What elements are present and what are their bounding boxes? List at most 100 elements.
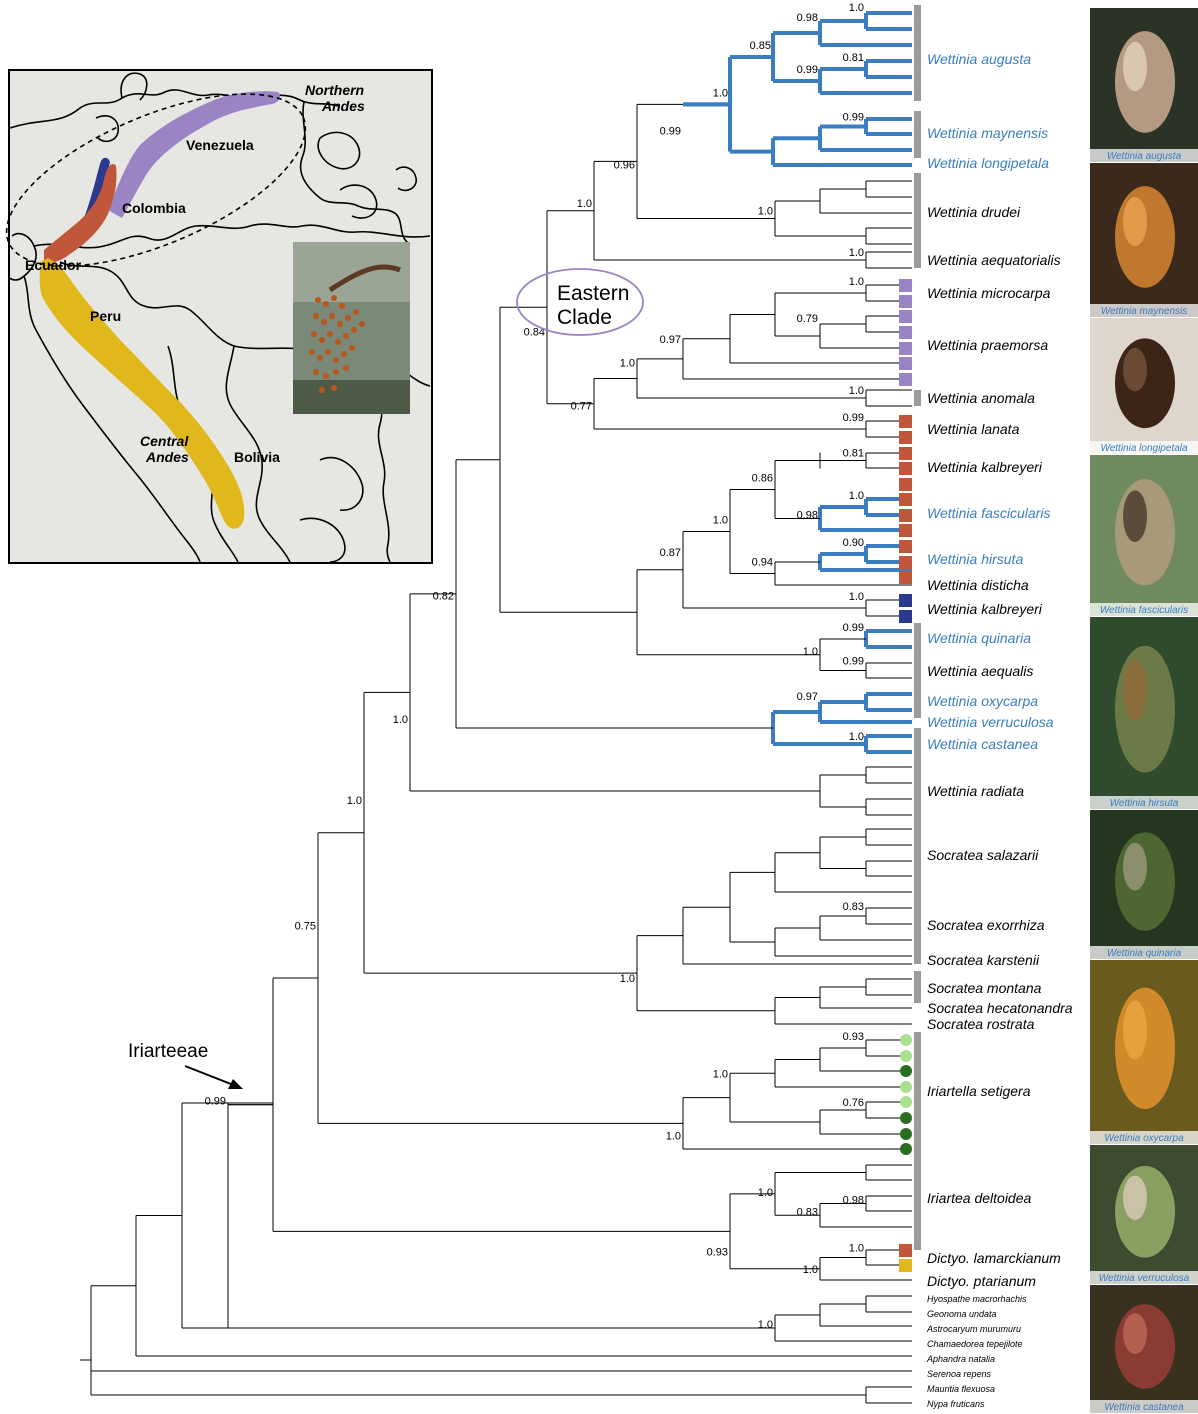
gray-bar: [914, 1172, 921, 1188]
tip-square: [899, 524, 912, 537]
photo-highlight: [1123, 1313, 1147, 1354]
support-value: 1.0: [713, 515, 728, 527]
eastern-clade-line2: Clade: [557, 306, 612, 329]
support-value: 0.93: [707, 1246, 728, 1258]
support-value: 0.98: [797, 510, 818, 522]
gray-bar: [914, 1157, 921, 1173]
gray-bar: [914, 948, 921, 964]
tip-square: [899, 295, 912, 308]
tip-square: [899, 462, 912, 475]
taxon-label: Iriartea deltoidea: [927, 1190, 1032, 1206]
tip-square: [899, 493, 912, 506]
support-value: 1.0: [849, 385, 864, 397]
photo-fruit: [1115, 646, 1175, 773]
support-value: 0.99: [843, 112, 864, 124]
taxon-label: Hyospathe macrorhachis: [927, 1294, 1027, 1304]
photo-caption: Wettinia longipetala: [1100, 443, 1188, 454]
taxon-label: Dictyo. ptarianum: [927, 1273, 1036, 1289]
support-value: 0.83: [843, 901, 864, 913]
taxon-label: Wettinia castanea: [927, 736, 1038, 752]
support-value: 0.82: [433, 590, 454, 602]
gray-bar: [914, 1079, 921, 1095]
tip-circle: [900, 1034, 912, 1046]
gray-bar: [914, 252, 921, 268]
iriarteeae-label: Iriarteeae: [128, 1041, 208, 1062]
tip-markers: [899, 5, 921, 1272]
taxon-label: Wettinia kalbreyeri: [927, 601, 1043, 617]
tip-square: [899, 431, 912, 444]
gray-bar: [914, 85, 921, 101]
taxon-label: Wettinia verruculosa: [927, 714, 1054, 730]
map-inset: Northern Andes Venezuela Colombia Ecuado…: [0, 59, 432, 563]
taxon-label: Socratea exorrhiza: [927, 917, 1045, 933]
support-value: 1.0: [758, 1319, 773, 1331]
support-value: 1.0: [758, 1187, 773, 1199]
gray-bar: [914, 1188, 921, 1204]
taxon-label: Iriartella setigera: [927, 1083, 1031, 1099]
photo-fruit: [1115, 1166, 1175, 1258]
support-value: 0.94: [752, 557, 773, 569]
support-value: 0.86: [752, 473, 773, 485]
taxon-label: Chamaedorea tepejilote: [927, 1339, 1023, 1349]
support-value: 0.99: [843, 622, 864, 634]
taxon-label: Wettinia hirsuta: [927, 551, 1023, 567]
support-value: 1.0: [803, 1264, 818, 1276]
photo-fruit: [1115, 832, 1175, 930]
photo-highlight: [1123, 490, 1147, 542]
tip-square: [899, 373, 912, 386]
tip-square: [899, 509, 912, 522]
support-value: 0.99: [843, 656, 864, 668]
tip-square: [899, 540, 912, 553]
photo-fruit: [1115, 31, 1175, 133]
support-value: 0.85: [750, 40, 771, 52]
map-label-northern: Northern: [305, 82, 364, 98]
gray-bar: [914, 126, 921, 142]
support-value: 1.0: [803, 646, 818, 658]
map-label-bolivia: Bolivia: [234, 449, 280, 465]
tip-square: [899, 326, 912, 339]
photo-caption: Wettinia oxycarpa: [1104, 1133, 1184, 1144]
support-value: 0.99: [843, 412, 864, 424]
taxon-label: Wettinia praemorsa: [927, 337, 1048, 353]
support-value: 1.0: [666, 1130, 681, 1142]
gray-bar: [914, 53, 921, 69]
support-value: 1.0: [849, 591, 864, 603]
support-value: 1.0: [577, 198, 592, 210]
gray-bar: [914, 1234, 921, 1250]
map-label-andes-c: Andes: [145, 449, 189, 465]
taxon-label: Geonoma undata: [927, 1309, 997, 1319]
support-value: 0.97: [797, 691, 818, 703]
gray-bar: [914, 702, 921, 718]
gray-bar: [914, 1141, 921, 1157]
photo-caption: Wettinia maynensis: [1101, 306, 1188, 317]
taxon-label: Wettinia aequalis: [927, 663, 1033, 679]
taxon-label: Wettinia longipetala: [927, 155, 1049, 171]
tip-circle: [900, 1050, 912, 1062]
gray-bar: [914, 236, 921, 252]
taxon-label: Wettinia microcarpa: [927, 285, 1051, 301]
tip-square: [899, 279, 912, 292]
support-value: 1.0: [620, 973, 635, 985]
gray-bar: [914, 821, 921, 837]
gray-bar: [914, 220, 921, 236]
gray-bar: [914, 1219, 921, 1235]
gray-bar: [914, 142, 921, 158]
taxon-label: Socratea karstenii: [927, 952, 1040, 968]
photo-fruit: [1115, 186, 1175, 288]
taxon-label: Wettinia fascicularis: [927, 505, 1050, 521]
gray-bar: [914, 775, 921, 791]
photo-caption: Wettinia augusta: [1107, 151, 1182, 162]
map-label-peru: Peru: [90, 308, 121, 324]
support-value: 0.87: [660, 547, 681, 559]
tip-circle: [900, 1143, 912, 1155]
support-value: 1.0: [620, 357, 635, 369]
photo-highlight: [1123, 1000, 1147, 1059]
support-value: 1.0: [713, 1069, 728, 1081]
gray-bar: [914, 987, 921, 1003]
tip-square: [899, 610, 912, 623]
gray-bar: [914, 1032, 921, 1048]
support-value: 1.0: [849, 490, 864, 502]
photo-fruit: [1115, 479, 1175, 585]
gray-bar: [914, 670, 921, 686]
support-value: 0.98: [843, 1195, 864, 1207]
